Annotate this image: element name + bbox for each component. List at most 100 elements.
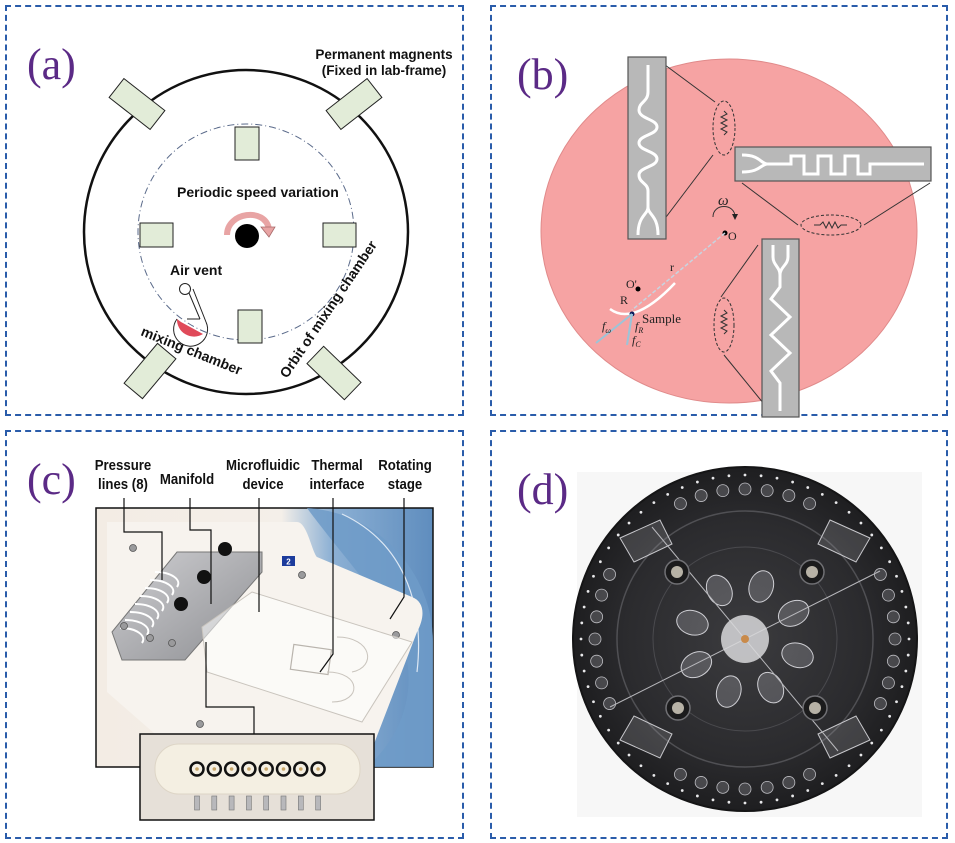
zoom-region-1 — [712, 100, 736, 156]
rim-dot — [582, 669, 586, 673]
magnet — [325, 77, 383, 131]
detection-well — [873, 568, 887, 581]
rim-dot — [806, 486, 810, 489]
detection-well — [803, 767, 816, 781]
detection-well — [760, 484, 774, 498]
rim-dot — [791, 794, 795, 798]
rim-dot — [775, 476, 779, 480]
screws — [120, 544, 400, 728]
rim-dot — [759, 800, 763, 804]
rim-dot — [579, 637, 583, 641]
pressure-pin — [211, 795, 218, 811]
center-axis — [235, 224, 259, 248]
inner-magnets — [139, 126, 357, 344]
rim-dot — [879, 728, 883, 732]
omega-label: ω — [718, 193, 729, 209]
detection-well — [738, 782, 752, 796]
rim-dot — [695, 480, 699, 484]
pressure-pin — [246, 795, 252, 811]
air-vent-label: Air vent — [170, 262, 222, 278]
detection-well — [873, 697, 887, 710]
rim-dot — [598, 714, 602, 718]
mounting-bolts — [664, 559, 828, 721]
rim-dot — [627, 753, 631, 757]
rim-dot — [607, 728, 611, 732]
rim-dot — [859, 753, 863, 757]
reaction-chamber — [781, 642, 814, 669]
reaction-chamber — [715, 675, 742, 708]
detection-well — [882, 588, 895, 602]
pressure-pin — [228, 795, 235, 811]
detection-well — [716, 484, 730, 498]
magnet — [139, 222, 174, 248]
pressure-pin — [194, 795, 200, 811]
curved-channel — [609, 282, 676, 316]
rim-dot — [727, 474, 731, 478]
rim-dot — [743, 801, 747, 805]
rim-dot — [680, 789, 684, 792]
panel-label-a: (a) — [27, 40, 76, 89]
panel-b: (b) ω — [490, 5, 948, 418]
rim-dot — [582, 605, 586, 609]
f-omega-vector — [595, 313, 633, 344]
rim-dot — [904, 605, 908, 609]
microfluidic-disc-photo — [572, 466, 922, 817]
panel-label-d: (d) — [517, 465, 569, 514]
detection-well — [886, 654, 900, 668]
pressure-pin — [297, 795, 304, 811]
rim-dot — [586, 685, 590, 689]
rim-dot — [711, 476, 715, 480]
rim-dot — [759, 474, 763, 478]
detection-well — [590, 654, 604, 668]
rim-dot — [870, 741, 874, 745]
rim-dot — [900, 685, 904, 689]
rim-dot — [775, 798, 779, 802]
detection-well — [595, 676, 608, 690]
manifold-ports — [189, 761, 326, 777]
detection-well — [886, 610, 900, 624]
callout-manifold: Manifold — [159, 471, 215, 488]
magnets-title-line2: (Fixed in lab-frame) — [322, 63, 447, 78]
rim-dot — [666, 782, 670, 786]
rim-dot — [652, 773, 656, 777]
rim-dot — [616, 741, 620, 745]
detection-well — [782, 776, 796, 789]
svg-text:fC: fC — [632, 333, 641, 349]
rim-dot — [616, 533, 620, 537]
rim-dot — [895, 700, 898, 704]
rim-dot — [627, 521, 631, 525]
rim-dot — [695, 794, 699, 798]
reaction-chamber — [680, 651, 713, 679]
rim-dot — [592, 574, 595, 578]
zoom-region-3 — [713, 297, 735, 353]
rim-dot — [806, 789, 810, 792]
rim-dot — [820, 492, 824, 496]
detection-well — [595, 588, 608, 602]
outer-magnets — [108, 77, 383, 401]
rim-dot — [820, 782, 824, 786]
rim-dot — [907, 637, 911, 641]
pressure-pin — [315, 795, 321, 811]
detection-well — [674, 767, 687, 781]
detection-well — [590, 610, 604, 624]
rim-dot — [888, 714, 892, 718]
panel-d: (d) — [490, 430, 948, 839]
detection-well — [694, 489, 708, 502]
svg-text:fR: fR — [635, 319, 643, 335]
detection-well — [674, 497, 687, 511]
rim-dot — [870, 533, 874, 537]
rim-dot — [666, 492, 670, 496]
detection-well — [603, 568, 617, 581]
rim-dot — [834, 773, 838, 777]
magnet — [234, 126, 260, 161]
detection-well — [882, 676, 895, 690]
rim-dot — [743, 473, 747, 477]
thermal-interface — [289, 643, 333, 676]
rim-dot — [727, 800, 731, 804]
rim-dot — [598, 560, 602, 564]
rim-dot — [906, 621, 910, 625]
